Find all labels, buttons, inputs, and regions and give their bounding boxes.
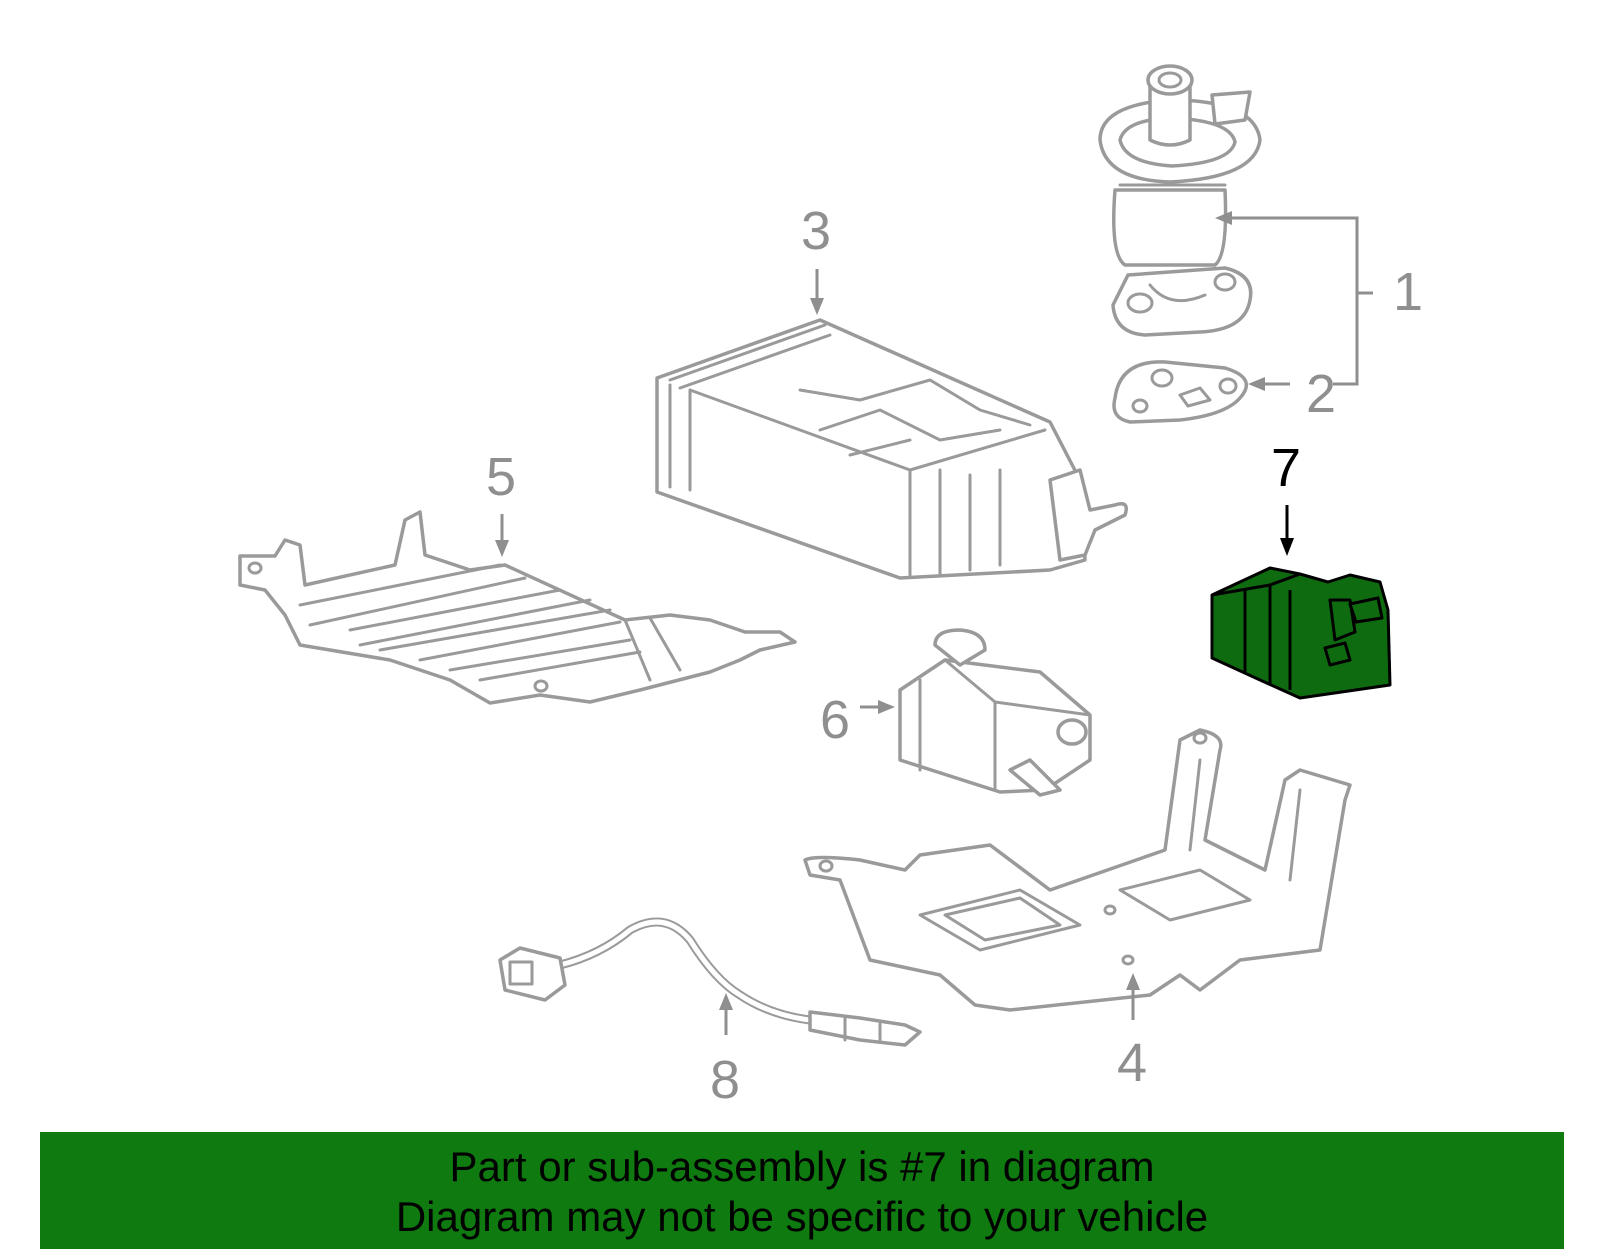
part-6-vent-valve[interactable] xyxy=(898,628,1092,797)
leader-4 xyxy=(1126,973,1140,1020)
callout-8[interactable]: 8 xyxy=(710,1050,740,1110)
banner-part-note: Part or sub-assembly is #7 in diagram xyxy=(449,1143,1155,1190)
callout-5[interactable]: 5 xyxy=(486,447,516,507)
part-8-sensor[interactable] xyxy=(498,917,922,1047)
callout-3[interactable]: 3 xyxy=(801,201,831,261)
leader-7 xyxy=(1280,505,1294,556)
part-2-gasket[interactable] xyxy=(1112,360,1249,424)
leader-3 xyxy=(810,269,824,315)
callout-4[interactable]: 4 xyxy=(1117,1033,1147,1093)
part-5-shield[interactable] xyxy=(238,510,797,705)
callout-1[interactable]: 1 xyxy=(1393,262,1423,322)
part-1-egr-valve[interactable] xyxy=(1098,64,1262,337)
callout-2[interactable]: 2 xyxy=(1306,364,1336,424)
part-4-bracket[interactable] xyxy=(803,728,1352,1012)
leader-2 xyxy=(1248,377,1290,391)
banner-disclaimer: Diagram may not be specific to your vehi… xyxy=(395,1193,1209,1240)
callout-7[interactable]: 7 xyxy=(1271,438,1301,498)
part-7-highlighted[interactable] xyxy=(1210,566,1392,700)
leader-8 xyxy=(719,993,733,1035)
part-3-charcoal-canister[interactable] xyxy=(655,318,1128,580)
leader-6 xyxy=(860,700,895,714)
leader-1 xyxy=(1215,211,1373,386)
callout-6[interactable]: 6 xyxy=(820,690,850,750)
leader-5 xyxy=(495,514,509,557)
info-banner: Part or sub-assembly is #7 in diagram Di… xyxy=(40,1132,1564,1249)
